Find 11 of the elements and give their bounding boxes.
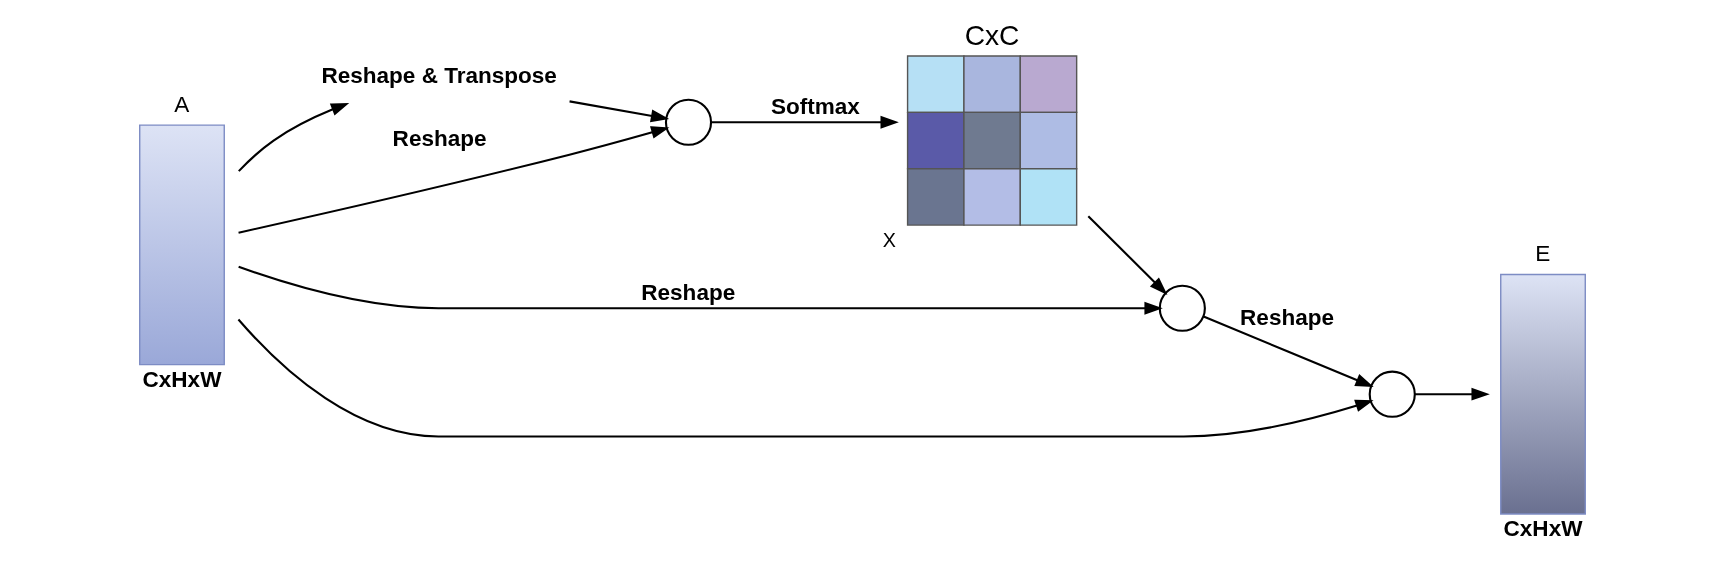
node-text: Reshape & Transpose [321, 62, 557, 88]
node-label: E [1535, 241, 1551, 267]
edge-label: Reshape [392, 125, 487, 151]
edge-label: Softmax [770, 93, 860, 119]
node-label: CxC [964, 18, 1020, 51]
node-label: A [174, 92, 190, 118]
node-label: CxHxW [142, 366, 222, 392]
node-label: X [882, 228, 896, 251]
node-label: CxHxW [1503, 516, 1583, 542]
edge-label: Reshape [1240, 304, 1335, 330]
edge-label: Reshape [641, 279, 736, 305]
